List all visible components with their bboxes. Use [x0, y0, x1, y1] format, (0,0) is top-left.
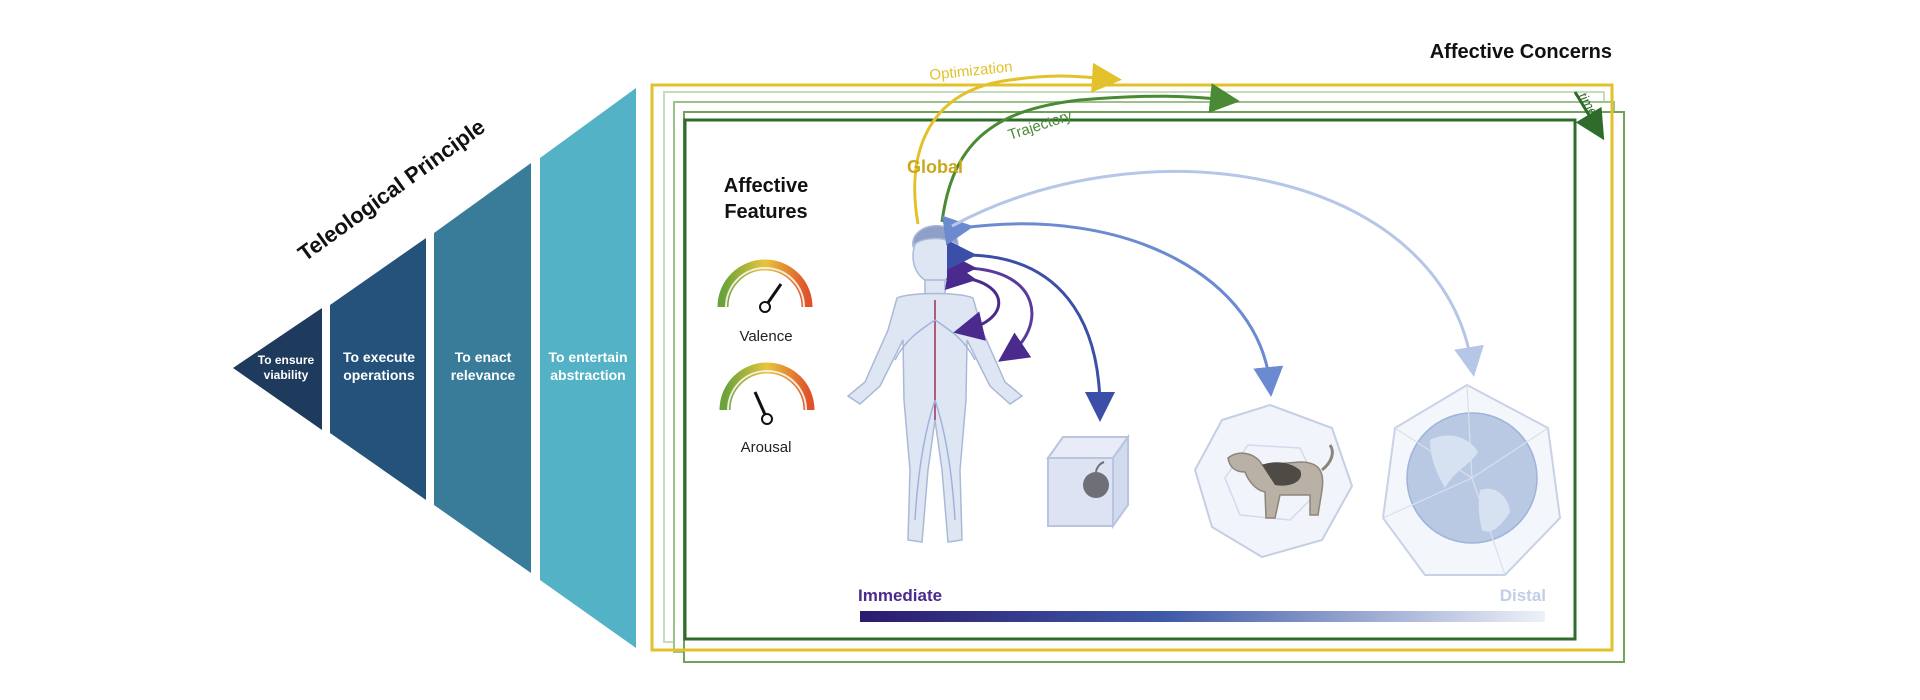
stage-enact-label-1: To enact: [455, 349, 512, 365]
arrow-animal: [942, 215, 1284, 397]
affective-features-title-1: Affective: [724, 175, 808, 197]
apple-cube-icon: [1046, 433, 1130, 530]
optimization-arrow: [913, 62, 1122, 225]
immediacy-gradient-bar: [860, 611, 1545, 622]
concern-arrows: [942, 170, 1484, 422]
affective-features-title-2: Features: [724, 201, 807, 223]
teleological-funnel: To ensure viability To execute operation…: [233, 88, 636, 648]
stage-execute-label-1: To execute: [343, 349, 415, 365]
arousal-gauge: [719, 362, 815, 425]
stage-execute-label-2: operations: [343, 367, 415, 383]
global-label: Global: [907, 157, 963, 177]
valence-gauge: [717, 259, 813, 313]
arousal-label: Arousal: [741, 439, 792, 456]
globe-icosahedron-icon: [1381, 383, 1562, 576]
stage-entertain-label-2: abstraction: [550, 367, 625, 383]
trajectory-arrow: [940, 83, 1240, 223]
stage-entertain-abstraction: [540, 88, 636, 648]
stage-ensure-label-1: To ensure: [258, 353, 315, 367]
immediacy-scale: Immediate Distal: [858, 586, 1546, 622]
arrow-world: [951, 170, 1484, 377]
stage-enact-relevance: [434, 163, 531, 573]
stage-ensure-viability: [233, 308, 322, 430]
stage-enact-label-2: relevance: [451, 367, 516, 383]
scale-right-label: Distal: [1500, 586, 1546, 605]
scale-left-label: Immediate: [858, 586, 942, 605]
affective-features: Affective Features Valence Arousal: [717, 175, 815, 456]
dog-dodecahedron-icon: [1193, 403, 1354, 559]
stage-execute-operations: [330, 238, 426, 500]
valence-label: Valence: [739, 328, 792, 345]
affective-concerns-title: Affective Concerns: [1430, 41, 1612, 63]
frame-yellow-outer: [650, 83, 1614, 652]
stage-entertain-label-1: To entertain: [548, 349, 627, 365]
time-arrow: [1573, 91, 1605, 141]
stage-ensure-label-2: viability: [264, 368, 309, 382]
